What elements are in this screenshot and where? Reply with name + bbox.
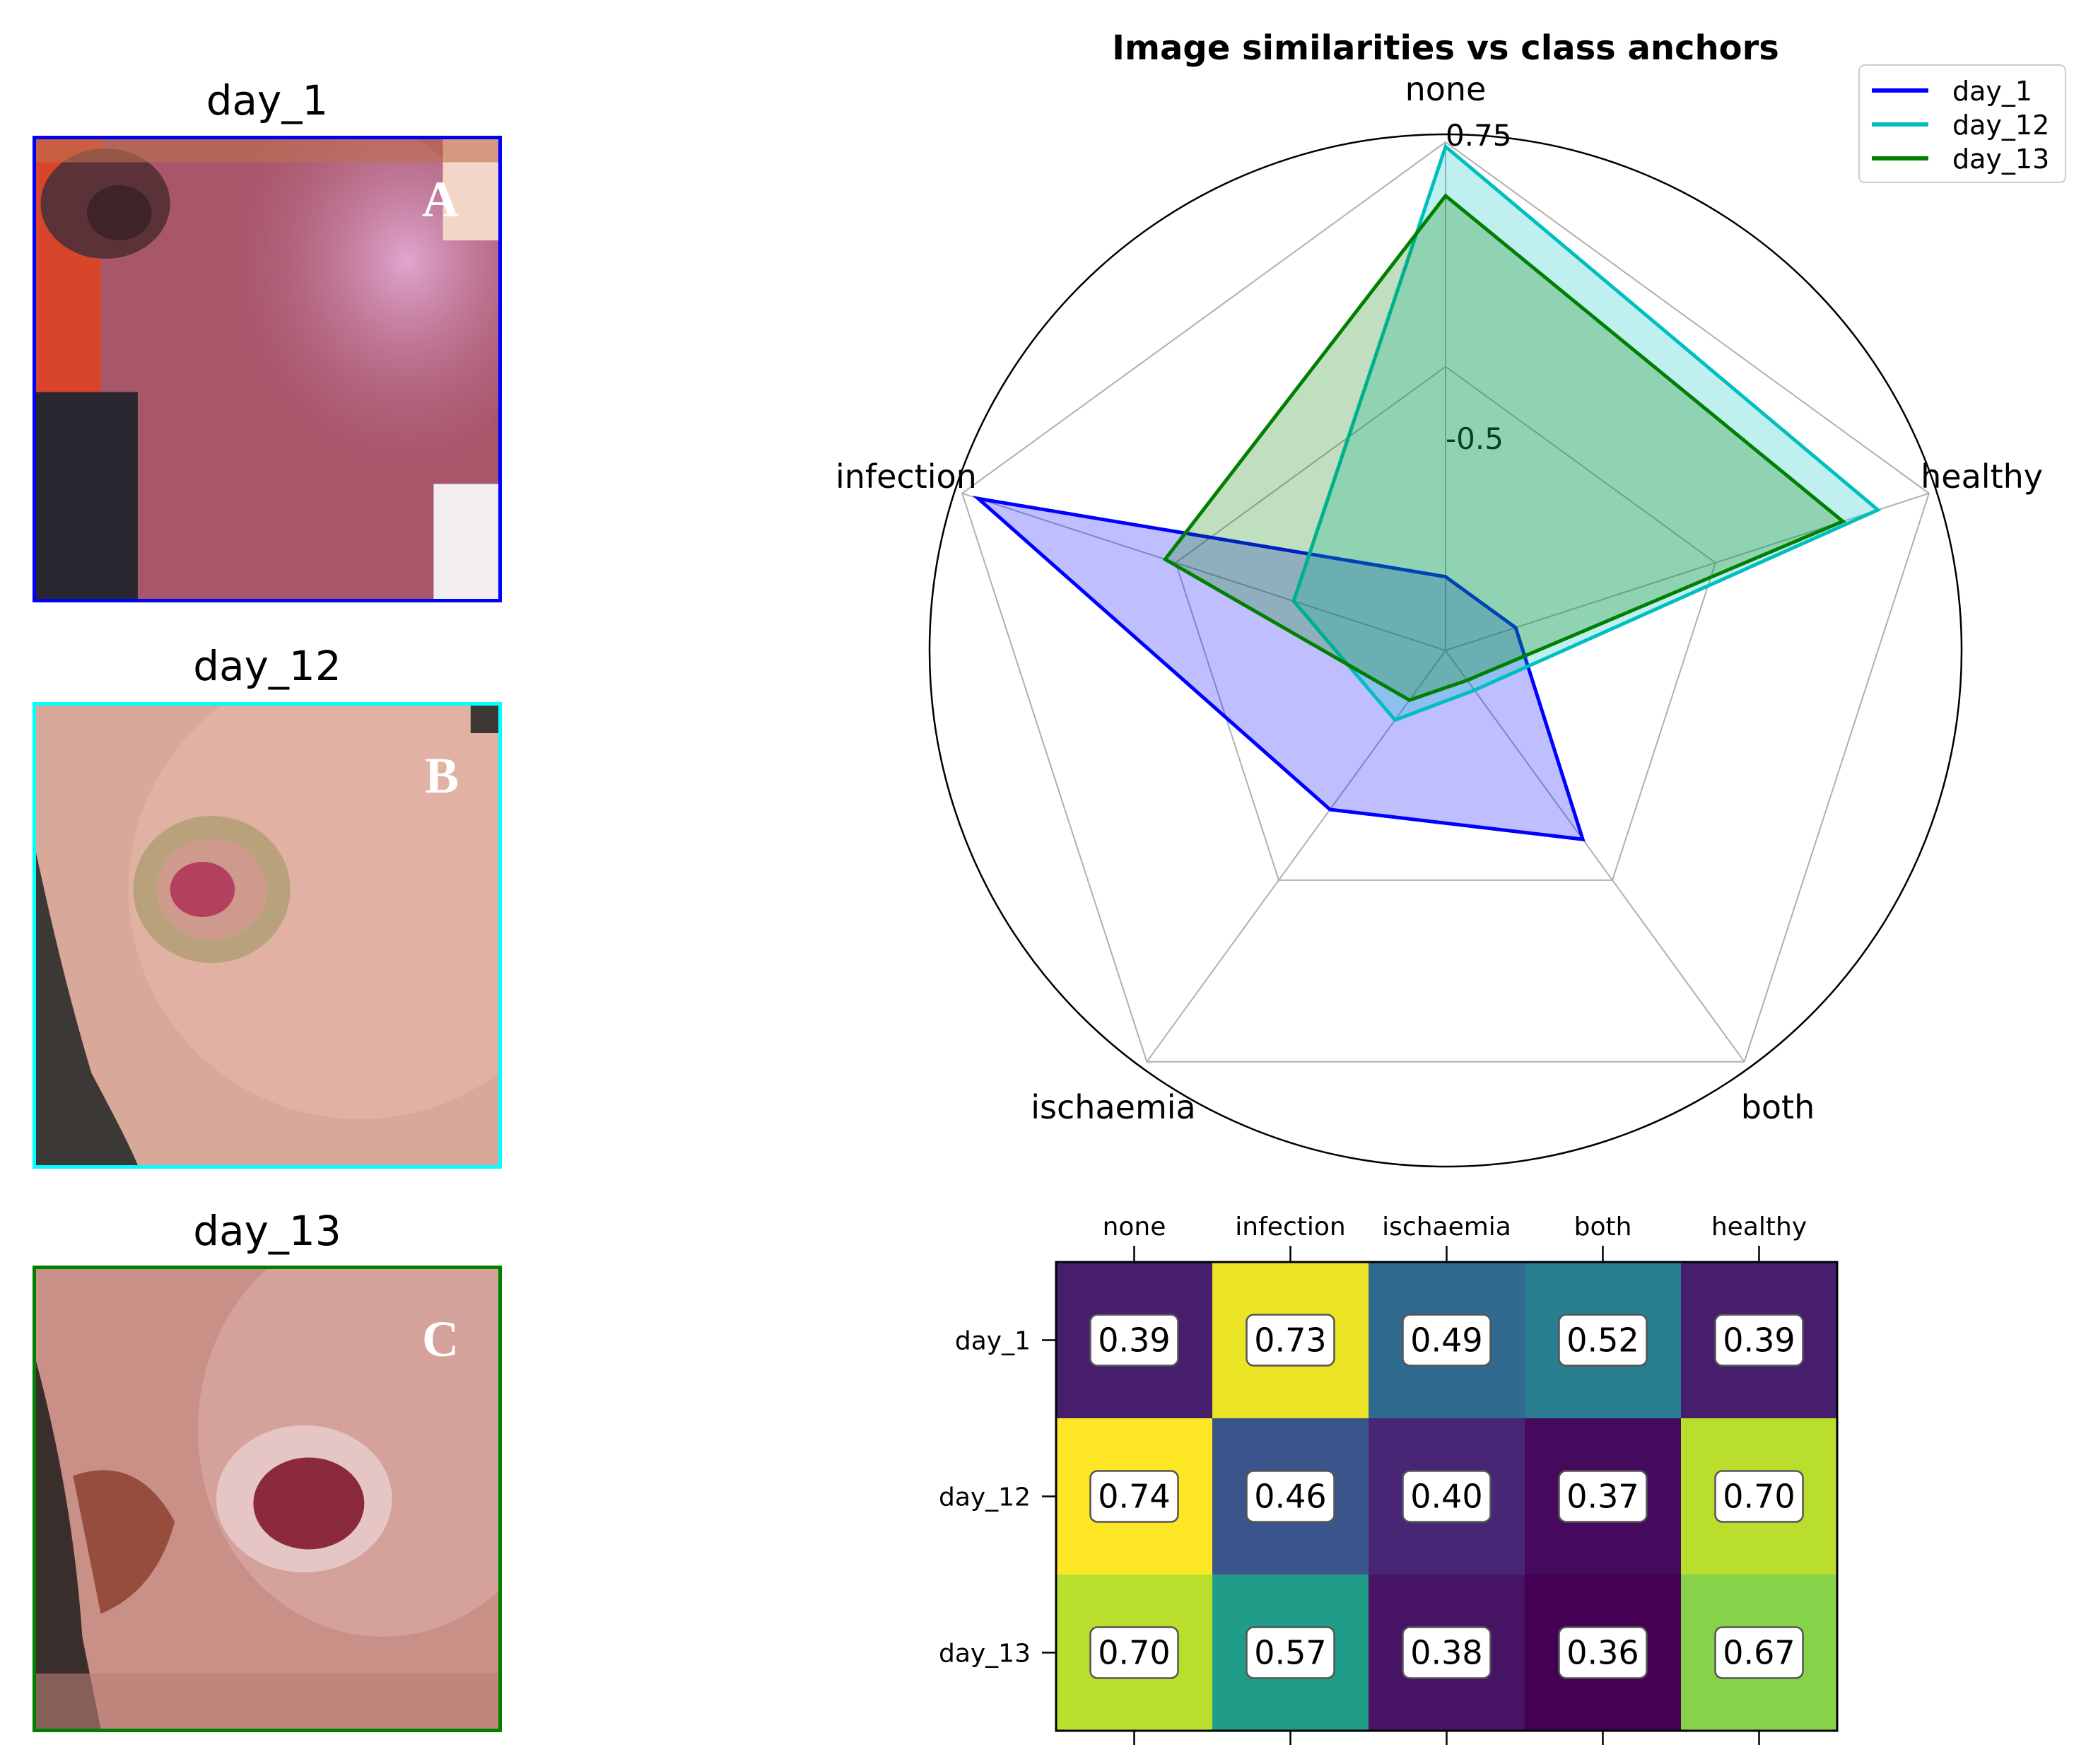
wound-photo-day-12-image (36, 706, 498, 1165)
radar-series-day_13 (1162, 193, 1846, 703)
radar-axis-labels: none healthy both ischaemia infection (836, 70, 2043, 1126)
radar-grid-ring (961, 141, 1930, 1063)
heatmap-value-label: 0.70 (1098, 1634, 1170, 1672)
heatmap-value-box (1089, 1470, 1179, 1523)
panel-title-day-12: day_12 (193, 642, 341, 690)
legend-label-day_13: day_13 (1952, 144, 2049, 175)
radar-spoke (1445, 650, 1745, 1063)
radar-outer-circle (928, 133, 1963, 1168)
heatmap-value-label: 0.46 (1254, 1478, 1326, 1516)
panel-letter-b: B (424, 747, 459, 804)
heatmap-value-box (1089, 1626, 1179, 1679)
heatmap-row-label: day_12 (939, 1483, 1031, 1512)
heatmap-value-label: 0.39 (1723, 1321, 1795, 1360)
legend-box (1858, 64, 2066, 183)
heatmap-value-label: 0.49 (1410, 1321, 1482, 1360)
heatmap-value-box (1402, 1626, 1492, 1679)
radar-grid: -0.5 0.75 (928, 118, 1963, 1168)
heatmap-value-box (1246, 1314, 1335, 1367)
radar-spoke (961, 492, 1446, 651)
heatmap-value-box (1089, 1314, 1179, 1367)
heatmap-value-label: 0.38 (1410, 1634, 1482, 1672)
heatmap-value-box (1714, 1626, 1804, 1679)
heatmap-value-box (1714, 1314, 1804, 1367)
heatmap-value-label: 0.70 (1723, 1478, 1795, 1516)
radar-axis-label-none: none (1405, 70, 1487, 108)
heatmap-column-label: none (1103, 1213, 1166, 1242)
heatmap-value-label: 0.40 (1410, 1478, 1482, 1516)
radar-series (972, 144, 1882, 842)
heatmap-value-box (1402, 1314, 1492, 1367)
panel-letter-a: A (422, 171, 459, 228)
radar-spoke (1445, 492, 1930, 651)
radar-axis-label-infection: infection (836, 457, 977, 496)
heatmap-value-label: 0.57 (1254, 1634, 1326, 1672)
panel-letter-c: C (422, 1311, 459, 1367)
wound-photo-day-13-image (36, 1269, 498, 1729)
heatmap-row-label: day_13 (939, 1640, 1031, 1669)
radar-axis-label-ischaemia: ischaemia (1031, 1088, 1195, 1126)
heatmap-value-box (1558, 1626, 1648, 1679)
radar-tick-label: 0.75 (1446, 118, 1512, 153)
heatmap-value-box (1246, 1626, 1335, 1679)
radar-tick-label: -0.5 (1446, 421, 1504, 456)
heatmap-value-label: 0.74 (1098, 1478, 1170, 1516)
heatmap-value-label: 0.73 (1254, 1321, 1326, 1360)
heatmap-column-label: ischaemia (1382, 1213, 1511, 1242)
radar-series-day_1 (972, 496, 1586, 842)
wound-photo-day-1: A (33, 136, 502, 602)
radar-grid-ring (1174, 366, 1717, 881)
radar-axis-label-both: both (1741, 1088, 1815, 1126)
heatmap-column-label: healthy (1711, 1213, 1807, 1242)
heatmap-value-label: 0.52 (1566, 1321, 1639, 1360)
wound-photo-day-13: C (33, 1266, 502, 1732)
panel-title-day-1: day_1 (206, 76, 329, 124)
panel-title-day-13: day_13 (193, 1207, 341, 1255)
heatmap-value-box (1558, 1470, 1648, 1523)
heatmap-row-label: day_1 (955, 1327, 1031, 1356)
legend-label-day_1: day_1 (1952, 76, 2032, 107)
wound-photo-day-12: B (33, 702, 502, 1169)
heatmap-column-label: infection (1235, 1213, 1345, 1242)
wound-photo-day-1-image (36, 139, 498, 599)
radar-chart-title: Image similarities vs class anchors (1112, 28, 1779, 68)
radar-series-day_12 (1291, 144, 1882, 723)
legend-label-day_12: day_12 (1952, 110, 2049, 141)
heatmap-value-box (1714, 1470, 1804, 1523)
heatmap-column-label: both (1574, 1213, 1632, 1242)
heatmap: 0.39 0.73 0.49 0.52 0.39 0.74 0.46 0.40 0.37 0.70… (939, 1213, 1839, 1745)
heatmap-value-label: 0.37 (1566, 1478, 1639, 1516)
radar-axis-label-healthy: healthy (1921, 457, 2043, 496)
heatmap-value-label: 0.36 (1566, 1634, 1639, 1672)
heatmap-value-box (1402, 1470, 1492, 1523)
heatmap-value-box (1246, 1470, 1335, 1523)
heatmap-value-box (1558, 1314, 1648, 1367)
heatmap-value-label: 0.67 (1723, 1634, 1795, 1672)
heatmap-value-label: 0.39 (1098, 1321, 1170, 1360)
